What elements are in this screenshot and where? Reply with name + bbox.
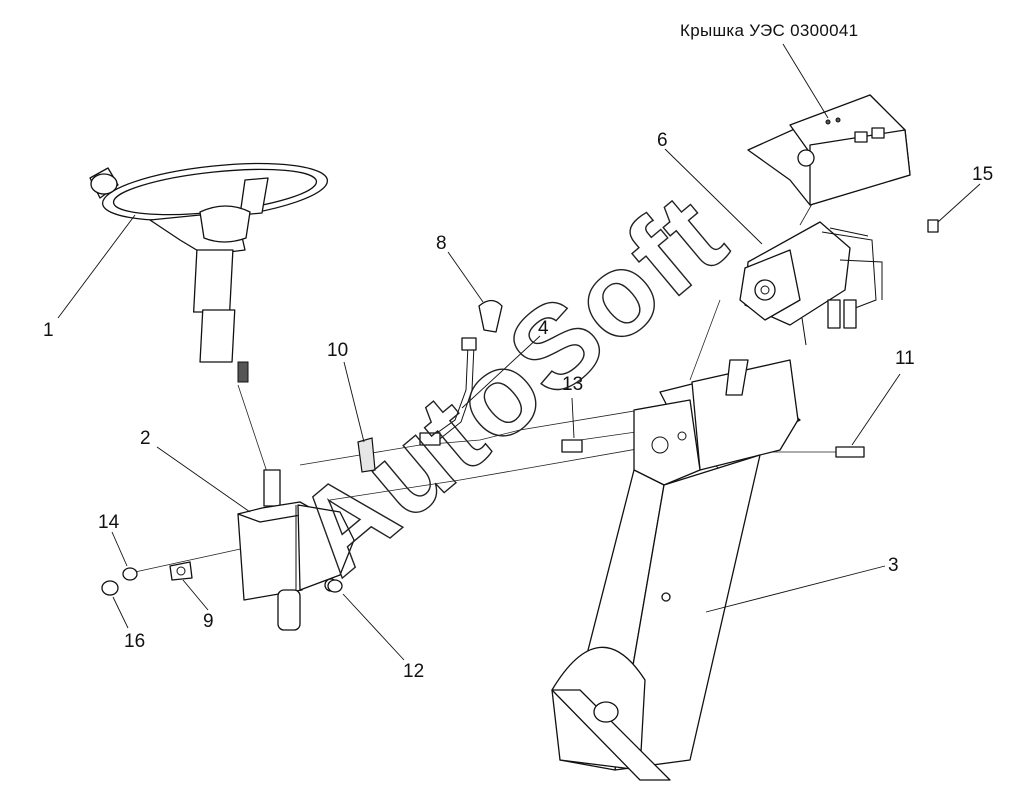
pedestal xyxy=(551,359,801,781)
callout-15: 15 xyxy=(972,164,993,185)
callout-3: 3 xyxy=(888,555,899,576)
bolt-13 xyxy=(561,439,583,453)
fasteners xyxy=(101,219,939,596)
leader-lines xyxy=(57,43,981,661)
callout-12: 12 xyxy=(403,661,424,682)
bracket xyxy=(357,437,376,473)
bolt-11 xyxy=(835,446,865,458)
hydraulic-unit xyxy=(739,221,883,346)
column-housing xyxy=(237,469,355,631)
callout-2: 2 xyxy=(140,428,151,449)
callout-11: 11 xyxy=(895,348,915,369)
callout-9: 9 xyxy=(203,611,214,632)
screw-15 xyxy=(927,219,939,233)
callout-14: 14 xyxy=(98,512,120,533)
callout-4: 4 xyxy=(538,318,549,339)
callout-6: 6 xyxy=(657,130,668,151)
top-cover xyxy=(747,94,911,206)
callout-8: 8 xyxy=(436,233,447,254)
steering-wheel xyxy=(89,162,329,383)
plate-9 xyxy=(169,561,193,581)
bolt-14 xyxy=(122,567,138,581)
callout-13: 13 xyxy=(562,374,583,395)
nut-12 xyxy=(327,579,343,593)
callouts: 1 2 3 4 6 8 9 10 11 12 13 14 15 16 xyxy=(43,130,993,682)
callout-10: 10 xyxy=(327,340,348,361)
cover-label: Крышка УЭС 0300041 xyxy=(680,21,858,40)
callout-16: 16 xyxy=(124,631,145,652)
nut-16 xyxy=(101,580,119,596)
control-lever xyxy=(419,299,503,446)
callout-1: 1 xyxy=(43,320,54,341)
